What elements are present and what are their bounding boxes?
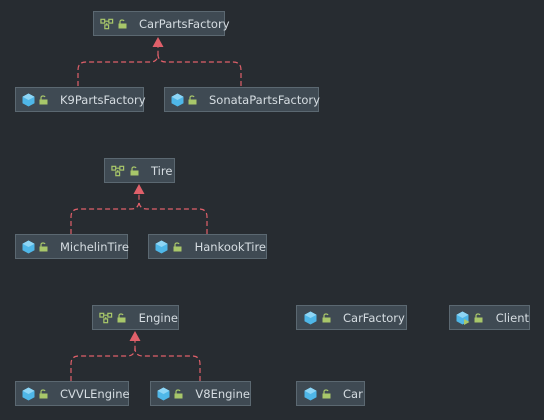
interface-icon (100, 17, 114, 31)
class-icon (22, 240, 35, 254)
interface-icon (99, 311, 113, 325)
class-icon (22, 93, 35, 107)
class-icon (155, 240, 169, 254)
node-label: HankookTire (194, 239, 266, 254)
node-engine[interactable]: Engine (92, 305, 179, 330)
node-label: Client (495, 310, 529, 325)
class-icon (157, 387, 170, 401)
node-label: CVVLEngine (60, 386, 130, 401)
class-icon (303, 387, 317, 401)
node-sonatapartsfactory[interactable]: SonataPartsFactory (164, 87, 320, 112)
node-carfactory[interactable]: CarFactory (296, 305, 407, 330)
node-label: K9PartsFactory (60, 92, 146, 107)
public-lock-icon (321, 388, 331, 400)
public-lock-icon (129, 165, 139, 177)
node-k9partsfactory[interactable]: K9PartsFactory (15, 87, 146, 112)
class-icon (22, 387, 35, 401)
edge-k9-to-carpartsfactory (77, 46, 159, 86)
node-label: CarPartsFactory (139, 16, 230, 31)
node-v8engine[interactable]: V8Engine (150, 381, 251, 406)
node-michelintire[interactable]: MichelinTire (15, 234, 129, 259)
node-label: CarFactory (343, 310, 405, 325)
public-lock-icon (321, 312, 331, 324)
public-lock-icon (118, 18, 127, 30)
arrowhead-tire (133, 184, 145, 194)
node-tire[interactable]: Tire (104, 158, 175, 183)
node-cvvlengine[interactable]: CVVLEngine (15, 381, 130, 406)
public-lock-icon (39, 388, 48, 400)
public-lock-icon (474, 312, 484, 324)
node-label: Engine (138, 310, 178, 325)
node-label: MichelinTire (60, 239, 129, 254)
node-carpartsfactory[interactable]: CarPartsFactory (93, 11, 230, 36)
node-label: Tire (151, 163, 173, 178)
edge-v8-to-engine (134, 347, 201, 381)
public-lock-icon (39, 241, 48, 253)
public-lock-icon (39, 94, 48, 106)
public-lock-icon (173, 241, 183, 253)
edge-sonata-to-carpartsfactory (157, 53, 242, 86)
arrowhead-carpartsfactory (152, 37, 164, 47)
public-lock-icon (117, 312, 127, 324)
edge-michelin-to-tire (70, 194, 140, 234)
interface-icon (111, 164, 125, 178)
node-label: Car (343, 386, 363, 401)
node-label: V8Engine (195, 386, 250, 401)
public-lock-icon (174, 388, 183, 400)
node-label: SonataPartsFactory (209, 92, 320, 107)
node-hankooktire[interactable]: HankookTire (148, 234, 267, 259)
edge-cvvl-to-engine (70, 341, 136, 381)
node-client[interactable]: Client (449, 305, 530, 330)
public-lock-icon (188, 94, 197, 106)
class-icon (171, 93, 184, 107)
edge-hankook-to-tire (138, 200, 208, 234)
node-car[interactable]: Car (296, 381, 365, 406)
class-icon (303, 311, 317, 325)
arrowhead-engine (129, 331, 141, 341)
main-class-icon (456, 311, 470, 325)
